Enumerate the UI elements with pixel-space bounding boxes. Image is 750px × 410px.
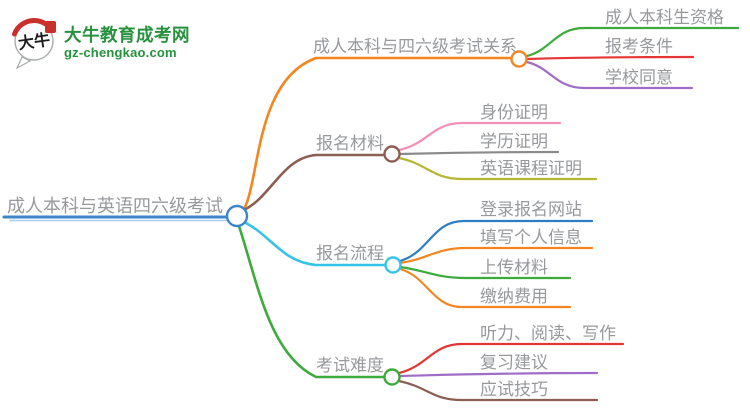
edge-sub-qualification [525, 26, 740, 58]
node-circle-materials[interactable] [383, 145, 401, 163]
edge-sub-school-consent [525, 60, 694, 90]
red-seal-icon [45, 21, 56, 33]
node-circle-process[interactable] [384, 256, 402, 274]
logo-bubble-graphic: 大牛 [12, 18, 56, 70]
subtopic-label-review-advice[interactable]: 复习建议 [480, 353, 548, 372]
node-circle-difficulty[interactable] [383, 368, 401, 386]
edge-branch-difficulty [237, 224, 386, 379]
logo-domain: gz-chengkao.com [64, 44, 177, 60]
edge-sub-login-site [398, 219, 594, 263]
edge-branch-materials [242, 153, 386, 212]
edge-sub-pay-fee [398, 267, 572, 309]
edge-sub-id-proof [397, 121, 562, 152]
site-logo[interactable]: 大牛 大牛教育成考网 gz-chengkao.com [12, 16, 202, 70]
subtopic-label-id-proof[interactable]: 身份证明 [480, 103, 548, 122]
subtopic-label-login-site[interactable]: 登录报名网站 [480, 200, 582, 219]
logo-bubble-text: 大牛 [17, 30, 51, 53]
edge-sub-diploma-proof [398, 150, 560, 156]
edge-branch-exam-relation [242, 56, 513, 211]
subtopic-label-qualification[interactable]: 成人本科生资格 [605, 8, 724, 27]
branch-label-exam-relation[interactable]: 成人本科与四六级考试关系 [313, 37, 517, 56]
edge-sub-upload-materials [398, 265, 572, 280]
subtopic-label-requirements[interactable]: 报考条件 [605, 37, 673, 56]
logo-bubble: 大牛 [12, 16, 58, 70]
subtopic-label-pay-fee[interactable]: 缴纳费用 [480, 287, 548, 306]
root-node-circle[interactable] [225, 204, 249, 228]
subtopic-label-diploma-proof[interactable]: 学历证明 [480, 132, 548, 151]
subtopic-label-exam-skills[interactable]: 应试技巧 [480, 380, 548, 399]
node-circle-exam-relation[interactable] [510, 50, 528, 68]
branch-label-materials[interactable]: 报名材料 [316, 134, 384, 153]
edge-sub-requirements [525, 55, 695, 61]
edge-sub-listening-reading-writing [397, 342, 625, 375]
logo-text-block: 大牛教育成考网 gz-chengkao.com [64, 24, 190, 60]
edge-sub-exam-skills [397, 379, 599, 402]
subtopic-label-upload-materials[interactable]: 上传材料 [480, 258, 548, 277]
edge-sub-review-advice [398, 371, 599, 378]
branch-label-difficulty[interactable]: 考试难度 [316, 356, 384, 375]
speech-bubble-tail [15, 56, 32, 70]
edge-sub-fill-info [398, 246, 594, 265]
subtopic-label-listening-reading-writing[interactable]: 听力、阅读、写作 [480, 324, 616, 343]
logo-title: 大牛教育成考网 [64, 24, 190, 45]
branch-label-process[interactable]: 报名流程 [316, 244, 384, 263]
subtopic-label-school-consent[interactable]: 学校同意 [605, 68, 673, 87]
root-node-label[interactable]: 成人本科与英语四六级考试 [7, 196, 223, 216]
edge-branch-process [242, 220, 387, 267]
subtopic-label-english-course-proof[interactable]: 英语课程证明 [480, 159, 582, 178]
edge-sub-english-course-proof [397, 156, 598, 181]
subtopic-label-fill-info[interactable]: 填写个人信息 [480, 228, 582, 247]
